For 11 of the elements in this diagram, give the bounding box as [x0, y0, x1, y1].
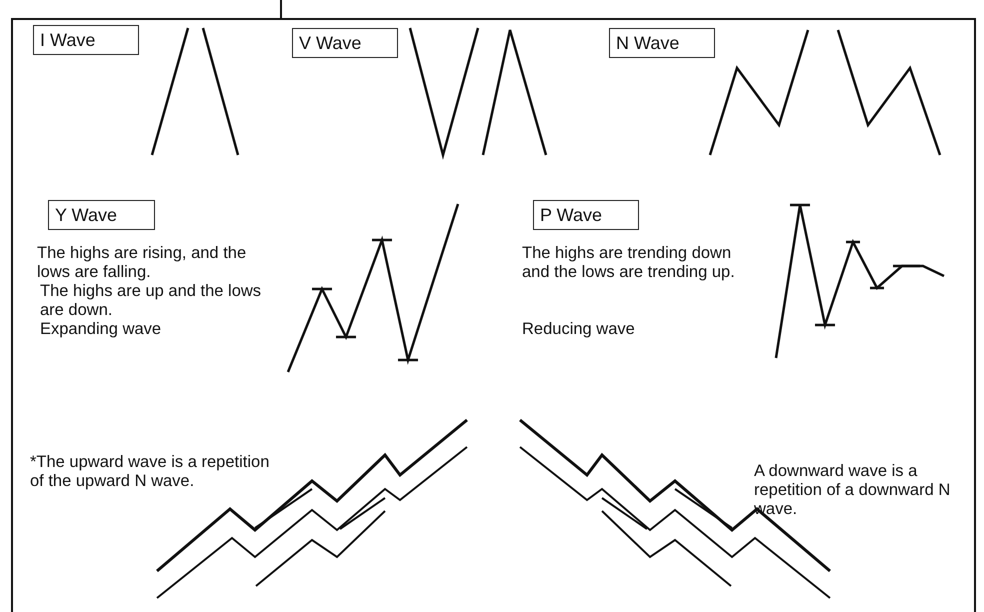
description-text: *The upward wave is a repetition of the upward N wave.	[30, 453, 270, 491]
description-text: The highs are rising, and the lows are falling.	[37, 244, 248, 282]
wave-label-box: Y Wave	[48, 200, 155, 230]
wave-label-box: P Wave	[533, 200, 639, 230]
wave-label-box: V Wave	[292, 28, 398, 58]
wave-label-box: N Wave	[609, 28, 715, 58]
description-text: The highs are trending down and the lows are trending up.	[522, 244, 736, 282]
description-text: Expanding wave	[40, 320, 162, 339]
description-text: Reducing wave	[522, 320, 636, 339]
wave-label-box: I Wave	[33, 25, 139, 55]
description-text: The highs are up and the lows are down.	[40, 282, 262, 320]
